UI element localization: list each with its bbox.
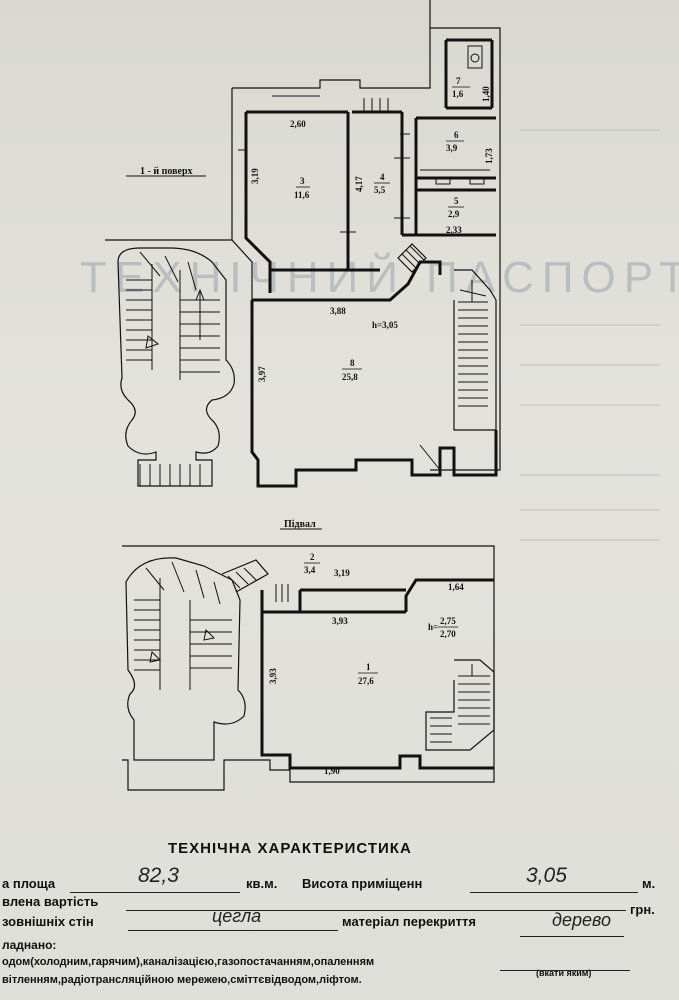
bdim-3-93-left: 3,93 [268,668,278,684]
room-7-number: 7 [456,76,461,86]
basement-title: Підвал [284,519,316,530]
walls-label: зовнішніх стін [2,914,94,929]
room-1-number: 1 [366,662,371,672]
cost-unit: грн. [630,902,655,917]
floor-plan-drawing: ТЕХНІЧНИЙ ПАСПОРТ [80,0,679,791]
room-5-number: 5 [454,196,459,206]
first-floor-plan: 1 - й поверх 2,60 3,19 4,17 1,40 1,73 2,… [105,0,501,488]
equipped-label: ладнано: [2,938,57,952]
dim-1-40: 1,40 [481,86,491,102]
floor1-title: 1 - й поверх [140,166,193,177]
room-3-number: 3 [300,176,305,186]
bdim-3-93-top: 3,93 [332,616,348,626]
svg-text:ТЕХНІЧНИЙ ПАСПОРТ: ТЕХНІЧНИЙ ПАСПОРТ [80,251,679,302]
dim-2-33: 2,33 [446,225,462,235]
room-7-area: 1,6 [452,89,464,99]
height-value: 3,05 [526,864,567,887]
height-label: Висота приміщенн [302,876,423,891]
floor1-height: h=3,05 [372,320,398,330]
room-8-number: 8 [350,358,355,368]
bdim-1-64: 1,64 [448,582,464,592]
basement-height-upper: 2,75 [440,616,456,626]
room-4-number: 4 [380,172,385,182]
area-label: а площа [2,876,56,891]
utilities-line-1: одом(холодним,гарячим),каналізацією,газо… [2,956,375,968]
basement-height-label: h= [428,622,438,632]
room-4-area: 5,5 [374,185,386,195]
room-2-number: 2 [310,552,315,562]
basement-height-lower: 2,70 [440,629,456,639]
bdim-3-19: 3,19 [334,568,350,578]
room-6-area: 3,9 [446,143,458,153]
utilities-note: (вкати яким) [536,968,592,978]
basement-plan: Підвал [122,519,495,791]
area-value: 82,3 [138,864,179,887]
utilities-line-2: вітленням,радіотрансляційною мережею,смі… [2,974,362,986]
walls-value: цегла [212,906,262,926]
technical-characteristics: ТЕХНІЧНА ХАРАКТЕРИСТИКА а площа 82,3 кв.… [0,836,679,1000]
room-2-area: 3,4 [304,565,316,575]
room-1-area: 27,6 [358,676,374,686]
ceiling-label: матеріал перекриття [342,914,476,929]
cost-label: влена вартість [2,894,99,909]
dim-3-19: 3,19 [250,168,260,184]
room-6-number: 6 [454,130,459,140]
room-8-area: 25,8 [342,372,358,382]
dim-1-73: 1,73 [484,148,494,164]
area-unit: кв.м. [246,876,278,891]
room-3-area: 11,6 [294,190,310,200]
height-unit: м. [642,876,656,891]
dim-3-97: 3,97 [257,366,267,382]
characteristics-title: ТЕХНІЧНА ХАРАКТЕРИСТИКА [168,840,412,857]
room-5-area: 2,9 [448,209,460,219]
dim-4-17: 4,17 [354,176,364,192]
dim-2-60: 2,60 [290,119,306,129]
bdim-1-90: 1,90 [324,766,340,776]
dim-3-88: 3,88 [330,306,346,316]
ceiling-value: дерево [552,910,611,930]
